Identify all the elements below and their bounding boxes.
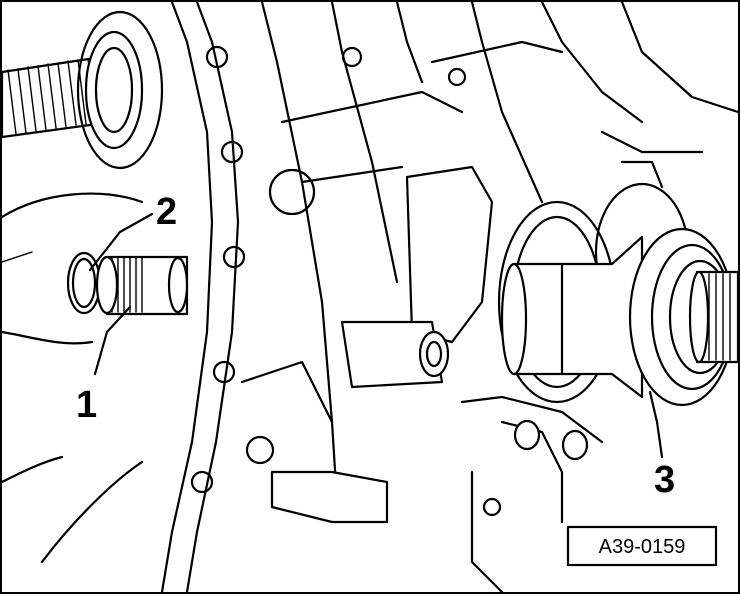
upper-splined-shaft: [2, 10, 164, 170]
reference-code-box: A39-0159: [566, 525, 718, 567]
housing-background-left: [2, 192, 144, 564]
housing-left-face: [160, 2, 246, 592]
callout-1-label: 1: [76, 384, 97, 426]
housing-center-ribs: [240, 2, 738, 524]
housing-lower-right: [460, 130, 704, 592]
callout-leaders: [88, 212, 664, 459]
shaft-stub-item-1: [66, 251, 189, 316]
reference-code: A39-0159: [599, 536, 686, 558]
callout-2-label: 2: [156, 191, 177, 233]
callout-3-label: 3: [654, 459, 675, 501]
output-shaft-item-3: [500, 227, 738, 407]
housing-lug: [340, 320, 450, 389]
